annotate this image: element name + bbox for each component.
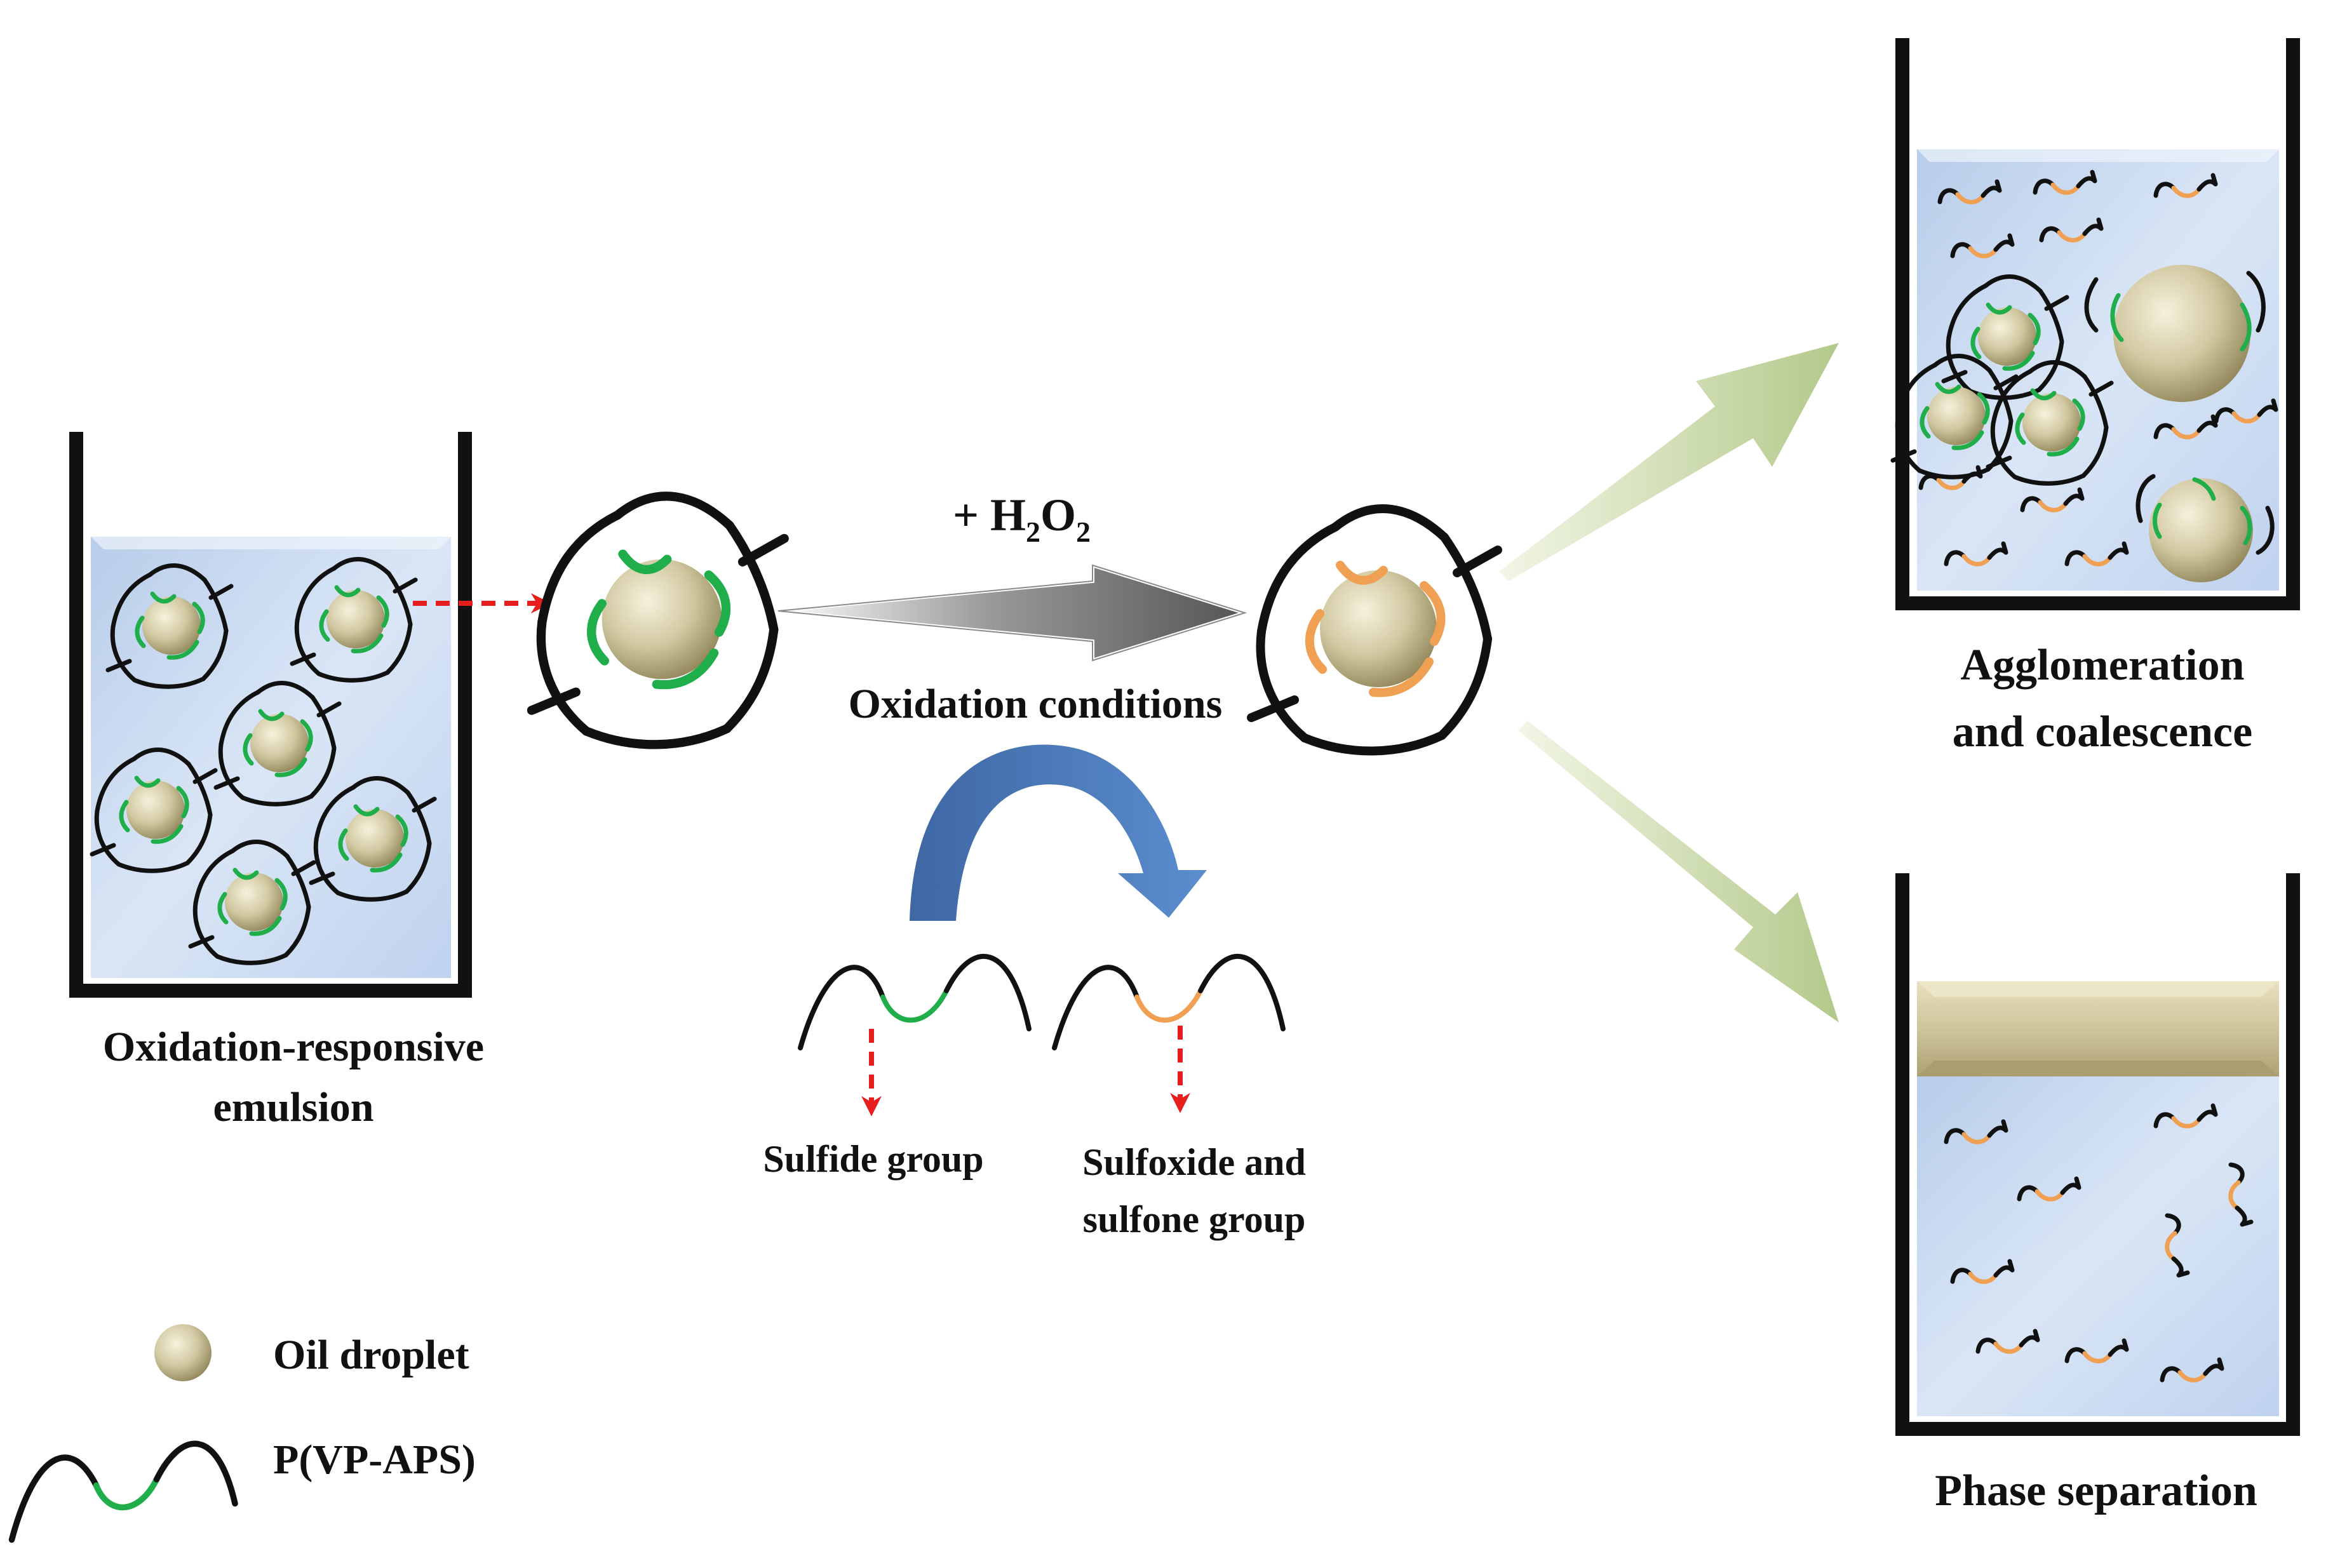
legend: Oil droplet P(VP-APS) (8, 1324, 476, 1543)
legend-oil-droplet-label: Oil droplet (273, 1332, 469, 1378)
oxidation-conditions-label: Oxidation conditions (849, 681, 1223, 727)
emulsion-label-line2: emulsion (213, 1084, 373, 1130)
separated-oil-layer (1917, 981, 2279, 1076)
agglomeration-label-line2: and coalescence (1953, 707, 2252, 756)
legend-oil-droplet-icon (154, 1324, 212, 1381)
emulsion-label-line1: Oxidation-responsive (103, 1024, 484, 1070)
legend-polymer-icon (8, 1440, 238, 1543)
emulsion-beaker (69, 432, 472, 998)
magnified-droplet-sulfide (532, 496, 784, 744)
agglomeration-label-line1: Agglomeration (1960, 641, 2244, 690)
arrow-to-phase-separation (1518, 721, 1839, 1022)
oxidation-arrow (774, 562, 1252, 664)
sulfoxide-label-line1: Sulfoxide and (1082, 1141, 1306, 1183)
arrow-to-agglomeration (1499, 343, 1839, 581)
coalesced-droplet-medium (2135, 474, 2275, 582)
sulfoxide-chain (1052, 954, 1286, 1050)
sulfide-group-label: Sulfide group (763, 1138, 983, 1180)
legend-polymer-label: P(VP-APS) (273, 1437, 476, 1483)
magnified-droplet-oxidized (1247, 504, 1502, 756)
reagent-h2o2: + H2O2 (953, 490, 1091, 548)
conversion-curved-arrow (910, 744, 1207, 921)
sulfoxide-label-line2: sulfone group (1083, 1198, 1306, 1240)
phase-separation-beaker (1895, 873, 2300, 1436)
sulfide-chain (798, 954, 1032, 1050)
phase-separation-label: Phase separation (1935, 1466, 2257, 1515)
agglomeration-beaker (1893, 38, 2300, 610)
coalesced-droplet-large (2084, 265, 2266, 402)
